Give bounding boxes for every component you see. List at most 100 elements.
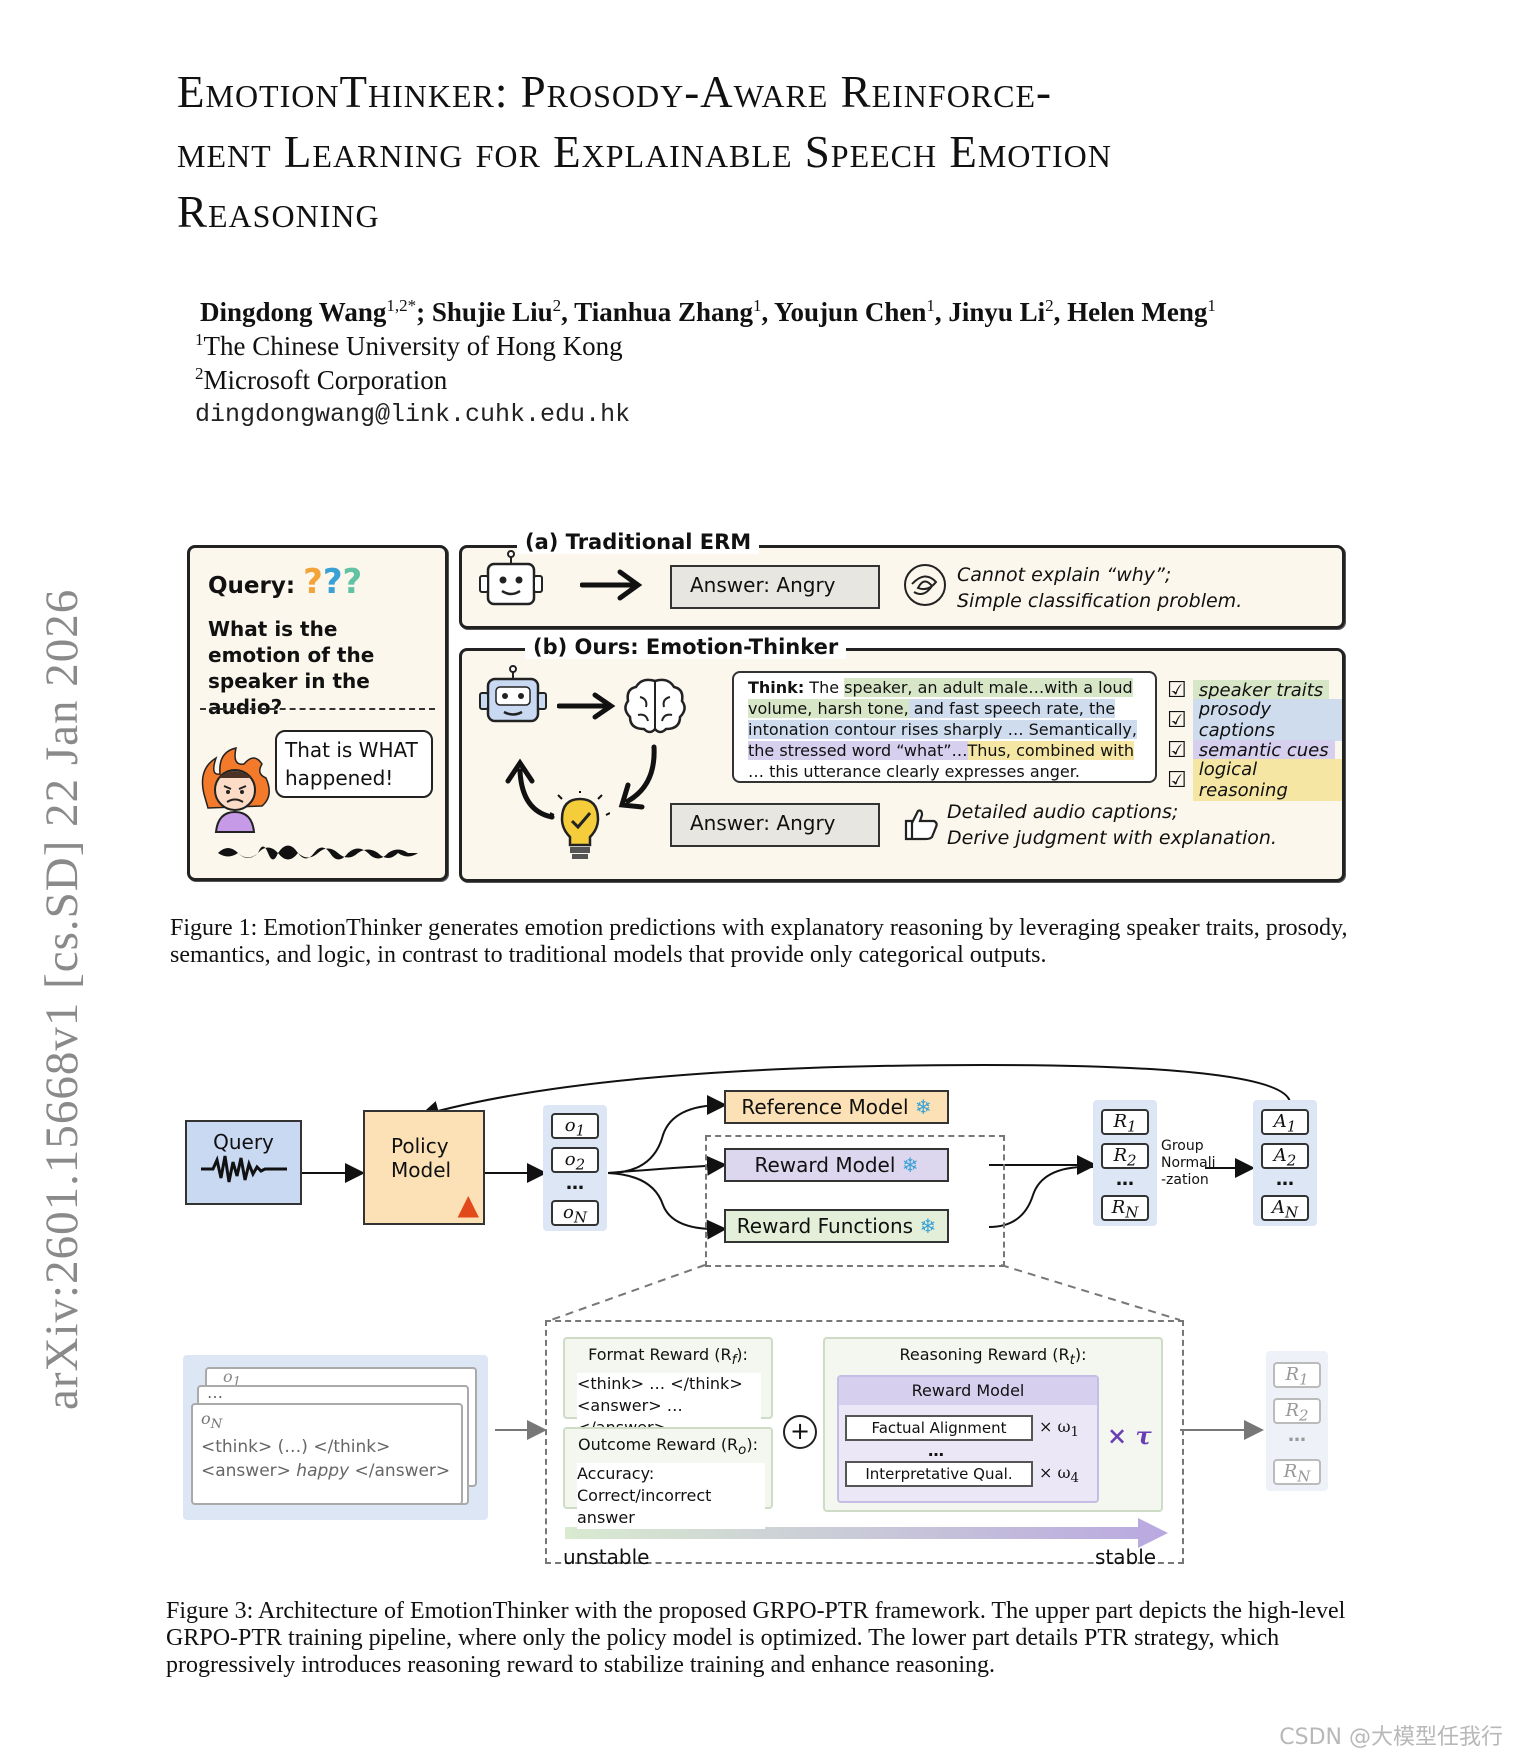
ptr-strategy-box xyxy=(545,1320,1184,1564)
rollout-dots: … xyxy=(207,1383,223,1402)
checkmark-icon: ☑ xyxy=(1167,767,1187,793)
snowflake-icon: ❄ xyxy=(919,1214,937,1238)
erm-label: (a) Traditional ERM xyxy=(517,530,760,554)
author-sup: 1 xyxy=(1207,296,1216,315)
reward-dots: … xyxy=(1116,1169,1134,1190)
chip-sub: 2 xyxy=(1299,1406,1309,1425)
chip-text: o xyxy=(564,1115,576,1136)
group-normalization-label: Group Normali -zation xyxy=(1161,1138,1216,1189)
title-line-1: EmotionThinker: Prosody-Aware Reinforce- xyxy=(177,67,1053,117)
author-name: Youjun Chen xyxy=(774,297,927,327)
query-label: Query xyxy=(213,1130,274,1154)
query-text: What is the emotion of the speaker in th… xyxy=(208,617,375,719)
checkmark-icon: ☑ xyxy=(1167,737,1187,763)
chip-sub: 1 xyxy=(1127,1117,1137,1136)
chip-sub: 2 xyxy=(575,1155,586,1174)
chip-text: R xyxy=(1113,1111,1127,1132)
format-reward-sub: f xyxy=(731,1353,737,1369)
chip-text: R xyxy=(1285,1364,1299,1385)
think-segment: The xyxy=(804,678,845,697)
ours-note-line-1: Detailed audio captions; xyxy=(947,801,1179,823)
rollout-oN-text: o xyxy=(201,1409,211,1428)
traditional-erm-panel: Answer: Angry Cannot explain “why”; Simp… xyxy=(459,545,1345,629)
author-sup: 2 xyxy=(552,296,562,315)
output-o2: o2 xyxy=(551,1147,599,1174)
affiliation-sup: 2 xyxy=(195,364,204,383)
author-name: Helen Meng xyxy=(1067,297,1208,327)
outcome-line: Accuracy: xyxy=(577,1464,655,1483)
rollout-o1: o1 xyxy=(223,1367,241,1390)
checkmark-icon: ☑ xyxy=(1167,677,1187,703)
omega-4-sub: 4 xyxy=(1070,1471,1080,1487)
affiliation-sup: 1 xyxy=(195,330,204,349)
final-reward-rN: RN xyxy=(1273,1459,1321,1486)
author-sup: 2 xyxy=(1045,296,1054,315)
chip-sub: 1 xyxy=(575,1121,586,1140)
outcome-reward-panel: Outcome Reward (Ro): Accuracy: Correct/i… xyxy=(563,1427,773,1529)
ours-note: Detailed audio captions; Derive judgment… xyxy=(947,799,1277,851)
snowflake-icon: ❄ xyxy=(914,1095,932,1119)
advantage-dots: … xyxy=(1276,1169,1294,1190)
right-arrow-icon-2 xyxy=(557,692,616,720)
query-panel: Query: ??? What is the emotion of the sp… xyxy=(187,545,448,881)
chip-text: R xyxy=(1111,1197,1126,1218)
group-norm-line: -zation xyxy=(1161,1172,1209,1188)
erm-answer-box: Answer: Angry xyxy=(670,565,880,609)
inner-reward-model-title: Reward Model xyxy=(839,1377,1097,1405)
think-logical: Thus, combined with xyxy=(967,741,1135,760)
affiliation-2: 2Microsoft Corporation xyxy=(195,364,447,396)
group-norm-line: Group xyxy=(1161,1138,1204,1154)
chip-text: o xyxy=(563,1202,574,1223)
final-reward-r2: R2 xyxy=(1273,1398,1321,1425)
query-title-text: Query: xyxy=(208,573,296,599)
reference-model-node: Reference Model ❄ xyxy=(724,1090,949,1124)
policy-model-node: Policy Model ▲ xyxy=(363,1110,485,1225)
plus-icon: + xyxy=(783,1415,817,1449)
pipeline-arrows xyxy=(302,1063,1291,1548)
chip-sub: N xyxy=(1284,1203,1299,1222)
caption-label: Figure 3: xyxy=(166,1598,254,1624)
ours-label: (b) Ours: Emotion-Thinker xyxy=(525,635,847,659)
reward-functions-label: Reward Functions xyxy=(736,1214,914,1238)
reward-r2: R2 xyxy=(1101,1143,1149,1170)
chip-sub: N xyxy=(1125,1203,1139,1222)
interpretive-quality-box: Interpretative Qual. xyxy=(845,1461,1033,1487)
rollout-think: <think> (…) </think> xyxy=(201,1437,391,1458)
mid-dots: … xyxy=(928,1441,944,1460)
ours-answer-box: Answer: Angry xyxy=(670,803,880,847)
affiliation-name: Microsoft Corporation xyxy=(203,365,448,395)
snowflake-icon: ❄ xyxy=(901,1153,919,1177)
think-prosody: and fast speech rate, the intonation con… xyxy=(748,699,1137,739)
author-name: Dingdong Wang xyxy=(200,297,387,327)
checklist-item: ☑prosody captions xyxy=(1167,699,1342,741)
author-sup: 1 xyxy=(926,296,935,315)
caption-text: Architecture of EmotionThinker with the … xyxy=(166,1598,1346,1678)
brain-icon xyxy=(624,678,686,734)
author-email[interactable]: dingdongwang@link.cuhk.edu.hk xyxy=(195,400,631,429)
chip-text: A xyxy=(1273,1111,1287,1132)
query-title: Query: ??? xyxy=(208,562,362,602)
caption-label: Figure 1: xyxy=(170,915,258,941)
affiliation-1: 1The Chinese University of Hong Kong xyxy=(195,330,623,362)
chip-text: A xyxy=(1273,1145,1287,1166)
query-node: Query xyxy=(185,1120,302,1205)
omega-1-sub: 1 xyxy=(1070,1425,1080,1441)
think-reasoning-box: Think: The speaker, an adult male…with a… xyxy=(732,671,1157,783)
author-sup: 1,2* xyxy=(386,296,417,315)
chip-text: R xyxy=(1283,1461,1298,1482)
rollout-oN: oN xyxy=(201,1409,453,1432)
rollout-oN-sub: N xyxy=(210,1417,223,1433)
reward-functions-node: Reward Functions ❄ xyxy=(724,1209,949,1243)
think-conclusion: … this utterance clearly expresses anger… xyxy=(748,762,1080,781)
checklist-item: ☑speaker traits xyxy=(1167,675,1342,705)
advantage-aN: AN xyxy=(1261,1195,1309,1222)
reasoning-reward-panel: Reasoning Reward (Rt): Reward Model Fact… xyxy=(823,1337,1163,1512)
factual-alignment-box: Factual Alignment xyxy=(845,1415,1033,1441)
waveform-icon xyxy=(200,1155,287,1183)
outcome-line: Correct/incorrect answer xyxy=(577,1486,712,1527)
think-semantic: the stressed word “what”… xyxy=(748,741,968,760)
chip-sub: 2 xyxy=(1127,1151,1137,1170)
omega-4: × ω4 xyxy=(1039,1463,1079,1486)
chip-sub: N xyxy=(573,1208,587,1227)
chip-sub: 1 xyxy=(1299,1370,1309,1389)
